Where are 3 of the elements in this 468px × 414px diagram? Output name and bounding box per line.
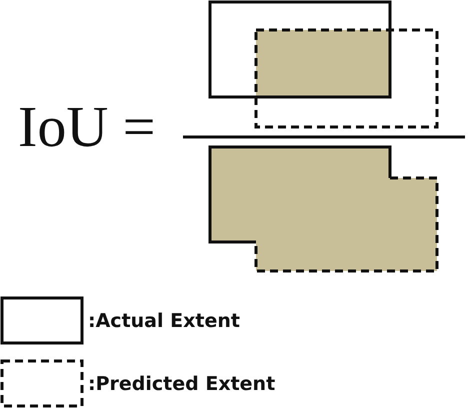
legend-label: :Actual Extent: [88, 312, 240, 331]
legend-label: :Predicted Extent: [88, 375, 276, 394]
equation-label: IoU =: [18, 98, 156, 156]
